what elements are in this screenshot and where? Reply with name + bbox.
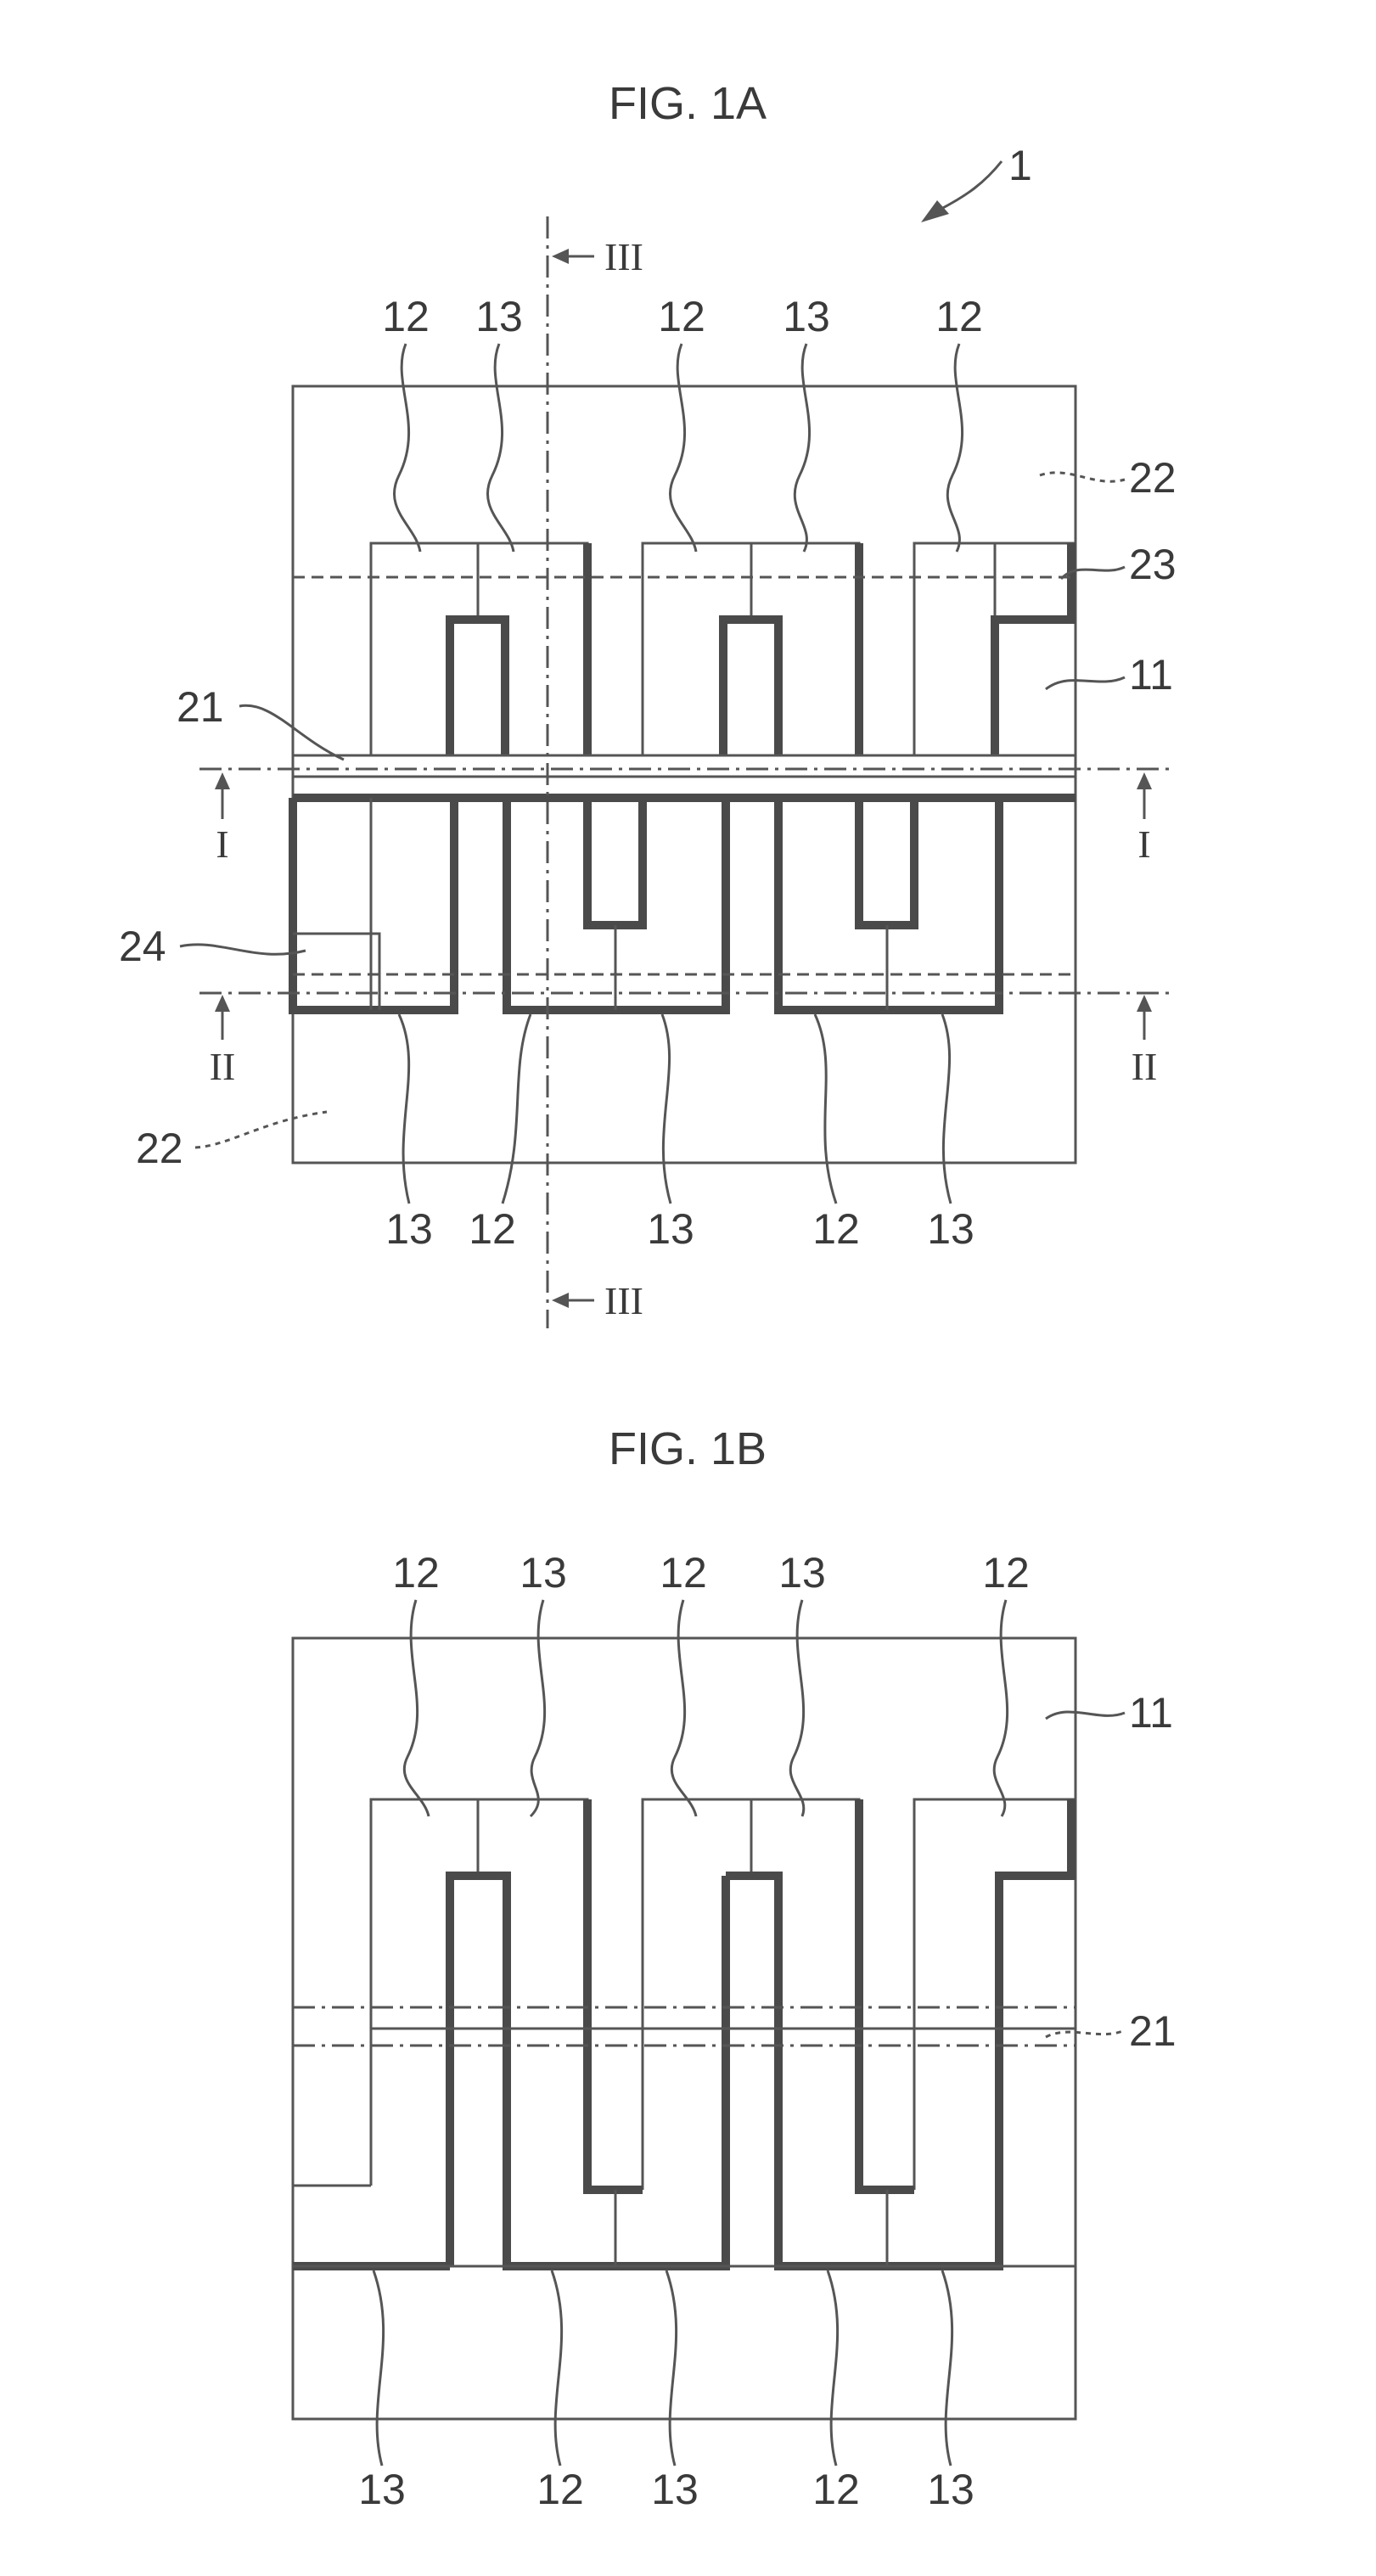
leader-13-top-2 xyxy=(795,344,809,552)
section-i-left-mark: I xyxy=(215,772,230,866)
leader-13-1b-bottom-2 xyxy=(666,2270,677,2466)
ref-13-1b-top-2: 13 xyxy=(778,1549,826,1597)
leader-13-1b-top-2 xyxy=(790,1600,804,1816)
serpentine-electrode-1b-a-slot xyxy=(587,1799,643,2190)
leader-12-bottom-1 xyxy=(503,1014,531,1204)
leader-13-bottom-3 xyxy=(942,1014,951,1204)
leader-11-fig-1b xyxy=(1046,1712,1125,1719)
ref-13-top-1: 13 xyxy=(475,293,523,340)
ref-12-1b-bottom-2: 12 xyxy=(812,2466,860,2513)
ref-13-bottom-2: 13 xyxy=(647,1205,694,1253)
section-ii-left-mark: II xyxy=(210,995,236,1088)
svg-text:III: III xyxy=(604,235,643,278)
ref-13-bottom-1: 13 xyxy=(385,1205,433,1253)
ref-13-1b-top-1: 13 xyxy=(520,1549,567,1597)
ref-21: 21 xyxy=(177,683,224,731)
lower-electrode-c xyxy=(778,798,999,1010)
section-i-right-mark: I xyxy=(1137,772,1152,866)
ref-12-top-1: 12 xyxy=(382,293,430,340)
leader-13-top-1 xyxy=(487,344,514,552)
section-ii-right-mark: II xyxy=(1132,995,1158,1088)
leader-13-1b-bottom-3 xyxy=(942,2270,952,2466)
svg-text:I: I xyxy=(1137,822,1150,866)
line-24-box xyxy=(293,934,379,1010)
ref-22-top: 22 xyxy=(1129,454,1177,502)
lower-slot-b xyxy=(587,798,643,925)
ref-13-1b-bottom-3: 13 xyxy=(927,2466,974,2513)
ref-12-1b-top-3: 12 xyxy=(982,1549,1030,1597)
ref-12-bottom-1: 12 xyxy=(469,1205,516,1253)
ref-11-fig-1a: 11 xyxy=(1129,651,1173,699)
ref-22-bottom: 22 xyxy=(136,1125,183,1172)
svg-text:III: III xyxy=(604,1279,643,1322)
ref-13-1b-bottom-1: 13 xyxy=(358,2466,406,2513)
ref-12-bottom-2: 12 xyxy=(812,1205,860,1253)
leader-12-1b-bottom-1 xyxy=(552,2270,562,2466)
ref-21-fig-1b: 21 xyxy=(1129,2007,1177,2055)
leader-12-bottom-2 xyxy=(815,1014,836,1204)
section-iii-top-mark: III xyxy=(552,235,643,278)
svg-text:II: II xyxy=(210,1045,236,1088)
serpentine-electrode-1b-b-slot xyxy=(859,1799,914,2190)
leader-22-top xyxy=(1040,473,1125,481)
leader-24 xyxy=(180,945,306,954)
leader-12-1b-top-2 xyxy=(671,1600,696,1816)
section-iii-bottom-mark: III xyxy=(552,1279,643,1322)
ref-11-fig-1b: 11 xyxy=(1129,1689,1173,1737)
figure-1a: FIG. 1A 1 xyxy=(119,78,1177,1328)
leader-12-top-1 xyxy=(394,344,420,552)
leader-12-1b-bottom-2 xyxy=(828,2270,838,2466)
ref-24: 24 xyxy=(119,923,166,970)
leader-12-1b-top-3 xyxy=(994,1600,1007,1816)
ref-13-bottom-3: 13 xyxy=(927,1205,974,1253)
leader-12-top-2 xyxy=(670,344,696,552)
leader-11-fig-1a xyxy=(1046,677,1125,689)
ref-13-1b-bottom-2: 13 xyxy=(651,2466,699,2513)
device-ref-label: 1 xyxy=(1008,142,1032,189)
ref-23: 23 xyxy=(1129,541,1177,588)
lower-finger-13-a xyxy=(293,798,454,1010)
ref-13-top-2: 13 xyxy=(783,293,830,340)
fig-1b-caption: FIG. 1B xyxy=(609,1423,767,1474)
leader-12-1b-top-1 xyxy=(404,1600,429,1816)
upper-finger-13-a xyxy=(450,620,505,755)
leader-13-bottom-2 xyxy=(662,1014,671,1204)
ref-12-1b-top-1: 12 xyxy=(392,1549,440,1597)
leader-21-fig-1b xyxy=(1046,2030,1125,2037)
leader-13-1b-bottom-1 xyxy=(373,2270,384,2466)
line-21-band xyxy=(293,755,1076,777)
ref-12-top-2: 12 xyxy=(658,293,705,340)
serpentine-electrode-1b-b xyxy=(726,1799,1071,2266)
fig-1a-caption: FIG. 1A xyxy=(609,78,767,129)
leader-12-top-3 xyxy=(947,344,962,552)
device-ref-arrowhead xyxy=(921,200,949,222)
svg-text:II: II xyxy=(1132,1045,1158,1088)
lower-slot-c xyxy=(859,798,914,925)
leader-13-1b-top-1 xyxy=(531,1600,545,1816)
ref-12-top-3: 12 xyxy=(935,293,983,340)
upper-finger-13-c xyxy=(995,543,1071,755)
fig-1a-frame xyxy=(293,386,1076,1163)
device-ref-leader xyxy=(938,161,1002,210)
upper-finger-13-b xyxy=(723,620,778,755)
figure-1b: FIG. 1B 12 13 12 13 12 xyxy=(293,1423,1177,2513)
leader-13-bottom-1 xyxy=(399,1014,409,1204)
svg-text:I: I xyxy=(216,822,228,866)
ref-12-1b-top-2: 12 xyxy=(660,1549,707,1597)
ref-12-1b-bottom-1: 12 xyxy=(536,2466,584,2513)
leader-22-bottom xyxy=(195,1112,327,1148)
